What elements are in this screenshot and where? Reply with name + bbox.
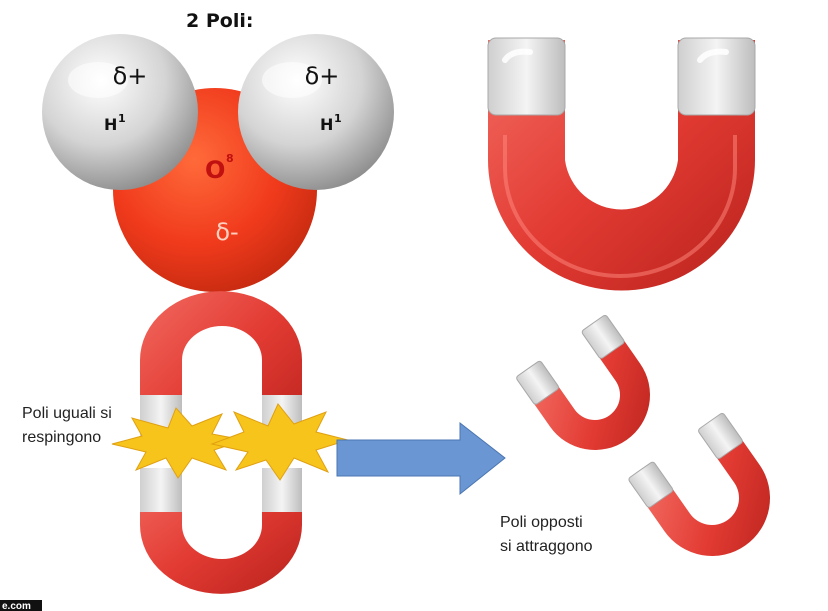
oxygen-superscript: 8 [226,152,234,165]
left-hydrogen-charge: δ+ [113,62,148,90]
attract-label-line2: si attraggono [500,538,593,555]
repel-label-line1: Poli uguali si [22,405,112,422]
oxygen-symbol: O [205,156,225,184]
oxygen-charge: δ- [215,218,238,246]
left-hydrogen-symbol: H [104,115,117,134]
arrow-right-icon [336,421,506,496]
water-molecule-icon: 2 Poli: δ+ H 1 δ+ H 1 O 8 δ- [42,10,394,292]
hydrogen-atom-right [238,34,394,190]
spark-icon [111,403,350,481]
left-hydrogen-superscript: 1 [118,112,126,125]
horseshoe-magnet-icon [487,37,756,291]
right-hydrogen-charge: δ+ [305,62,340,90]
repel-label-line2: respingono [22,429,101,446]
right-hydrogen-superscript: 1 [334,112,342,125]
right-hydrogen-symbol: H [320,115,333,134]
poles-title: 2 Poli: [186,10,253,32]
attracting-magnets [516,314,770,556]
watermark: e.com [2,601,31,611]
attract-label-line1: Poli opposti [500,514,583,531]
